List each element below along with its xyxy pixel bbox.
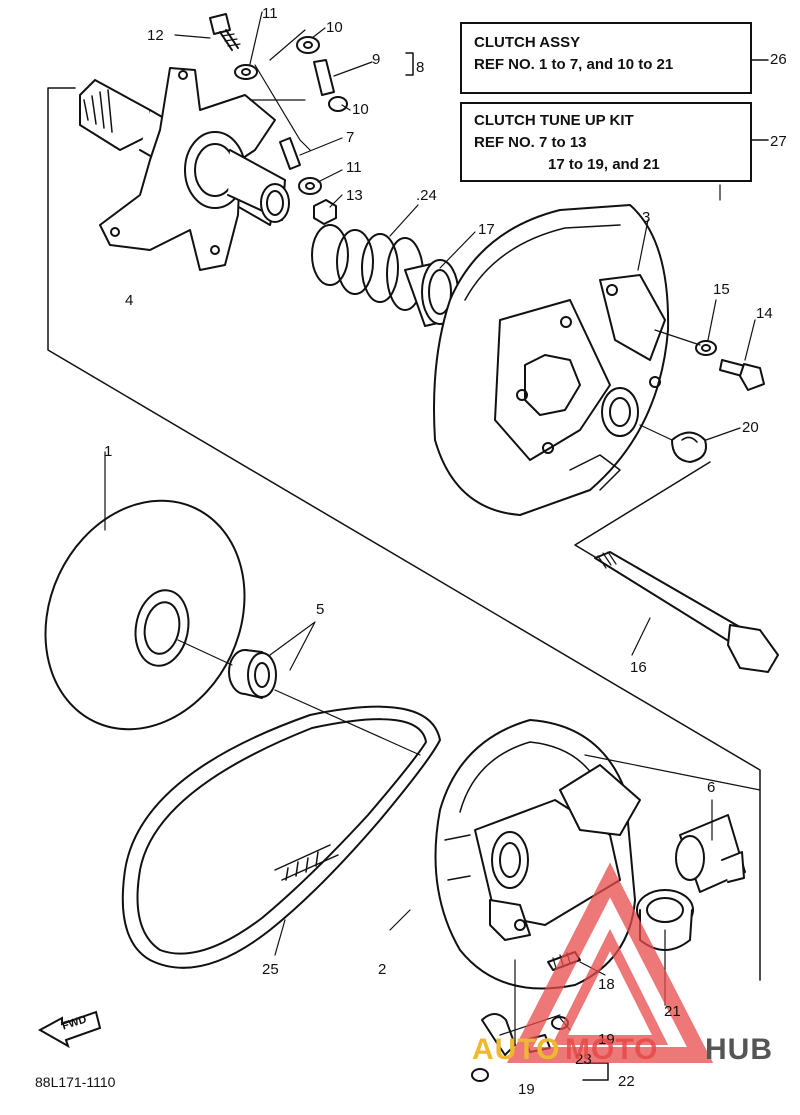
clutch-assy-ref-number: 26 [770,51,787,68]
callout-20: 20 [742,419,759,436]
callout-18: 18 [598,976,615,993]
assembly-boundary-line [47,87,761,981]
callout-5: 5 [316,601,325,618]
callout-8: 8 [416,59,425,76]
spring-part-24 [311,224,424,311]
callout-16: 16 [630,659,647,676]
clutch-assy-title: CLUTCH ASSY [474,34,581,51]
watermark-moto: MOTO [565,1033,659,1066]
diagram-code: 88L171-1110 [35,1074,116,1090]
long-bolt-part-16 [594,551,779,673]
pin-7 [279,137,301,170]
callout-15: 15 [713,281,730,298]
washer-11b [298,177,322,195]
disc-part-1 [44,499,246,731]
callout-3: 3 [642,209,651,226]
callout-21: 21 [664,1003,681,1020]
callout-14: 14 [756,305,773,322]
bolt-part-14 [719,359,765,391]
callout-22: 22 [618,1073,635,1090]
callout-17: 17 [478,221,495,238]
callout-13: 13 [346,187,363,204]
watermark-hub: HUB [705,1033,773,1066]
callout-24: .24 [416,187,437,204]
bushing-part-6 [675,814,746,893]
callout-11b: 11 [346,159,362,176]
lever-part-22 [481,1013,516,1056]
callout-23: 23 [575,1051,592,1068]
forward-arrow-icon [37,1010,102,1049]
callout-19b: 19 [518,1081,535,1098]
callout-12: 12 [147,27,164,44]
spider-hub-part-4 [79,67,290,271]
tune-kit-box: CLUTCH TUNE UP KIT REF NO. 7 to 13 17 to… [460,102,752,182]
callout-6: 6 [707,779,716,796]
drive-belt-part-25 [121,705,441,969]
callout-19a: 19 [598,1031,615,1048]
callout-7: 7 [346,129,355,146]
washer-part-19b [471,1068,489,1082]
tune-kit-ref-number: 27 [770,133,787,150]
washer-part-15 [695,340,717,356]
clutch-assy-refs: REF NO. 1 to 7, and 10 to 21 [474,56,674,73]
callout-9: 9 [372,51,381,68]
lockring-part-20 [671,431,707,463]
bolt-part-12 [209,13,241,51]
callout-25: 25 [262,961,279,978]
clutch-assy-box: CLUTCH ASSY REF NO. 1 to 7, and 10 to 21 [460,22,752,94]
callout-10a: 10 [326,19,343,36]
tune-kit-refs-line1: REF NO. 7 to 13 [474,134,587,151]
callout-1: 1 [104,443,113,460]
callout-4: 4 [125,292,134,309]
tune-kit-refs-line2: 17 to 19, and 21 [548,156,660,173]
watermark-triangle-icon [506,862,714,1063]
tune-kit-title: CLUTCH TUNE UP KIT [474,112,634,129]
watermark-auto: AUTO [472,1033,561,1066]
callout-2: 2 [378,961,387,978]
callout-11a: 11 [262,5,278,22]
cover-plate-part-3 [433,204,670,516]
pin-9 [313,59,335,96]
washer-10b [328,96,348,112]
washer-10a [296,36,320,54]
collar-part-5 [228,649,277,699]
washer-11a [234,64,258,80]
callout-10b: 10 [352,101,369,118]
watermark-triangle-inner-icon [551,928,669,1045]
